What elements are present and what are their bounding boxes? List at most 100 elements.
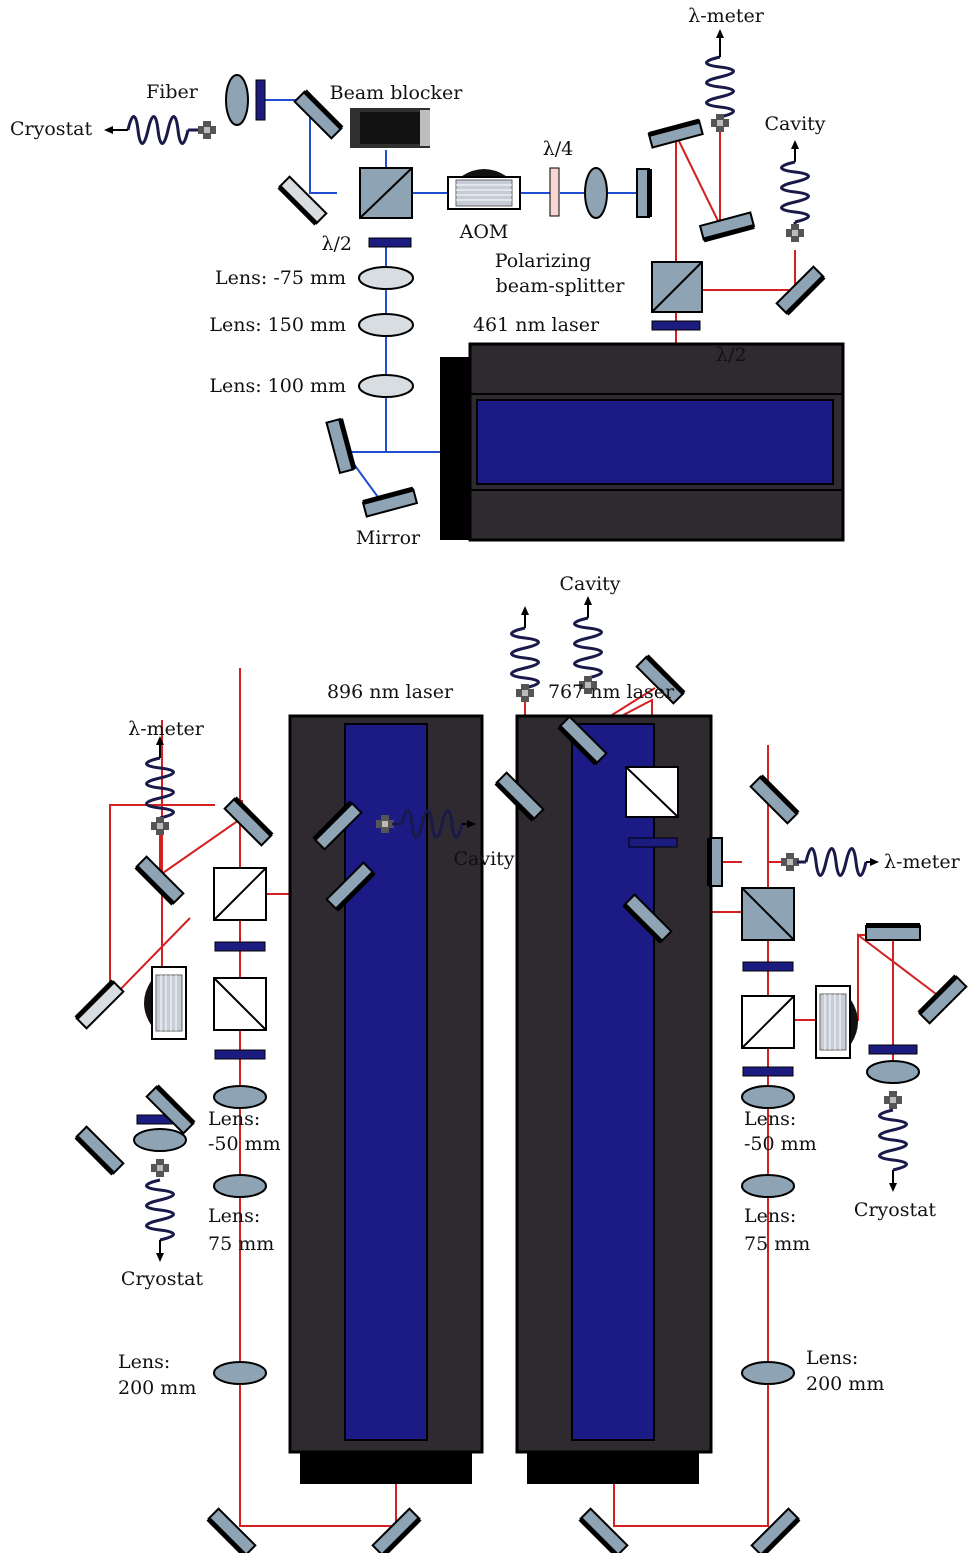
top-setup-461nm: Fiber Cryostat Beam blocker λ-meter Cavi… xyxy=(10,5,845,549)
lens-label: Lens: xyxy=(118,1351,170,1373)
quarter-waveplate-icon xyxy=(549,167,560,217)
mirror-icon xyxy=(647,118,704,149)
lens-label: 75 mm xyxy=(744,1233,810,1255)
cryostat-label: Cryostat xyxy=(10,118,93,140)
wavemeter-label: λ-meter xyxy=(128,718,205,740)
aom-label: AOM xyxy=(459,221,509,243)
half-waveplate-icon xyxy=(742,1066,794,1077)
lens-label: Lens: xyxy=(208,1205,260,1227)
aom-icon xyxy=(144,966,187,1040)
lens-label: Lens: xyxy=(744,1205,796,1227)
quarter-waveplate-label: λ/4 xyxy=(543,138,574,160)
lens-icon xyxy=(213,1174,267,1198)
lens-icon xyxy=(213,1085,267,1109)
mirror-icon xyxy=(325,417,357,475)
mirror-icon xyxy=(206,1507,257,1553)
mirror-icon xyxy=(578,1507,629,1553)
lens-label: Lens: xyxy=(744,1108,796,1130)
mirror-icon xyxy=(312,800,363,851)
waveplate-icon xyxy=(868,1044,918,1055)
beam-blocker-label: Beam blocker xyxy=(330,82,464,104)
lens-label: Lens: -75 mm xyxy=(215,267,346,289)
half-waveplate-label: λ/2 xyxy=(716,344,747,366)
polarizing-beam-splitter-icon xyxy=(741,887,795,941)
fiber-icon xyxy=(510,606,540,702)
mirror-icon xyxy=(707,837,723,887)
lens-label: -50 mm xyxy=(744,1133,817,1155)
mirror-icon xyxy=(277,175,328,226)
fiber-label: Fiber xyxy=(146,81,199,103)
laser-767nm xyxy=(515,714,713,1484)
mirror-icon xyxy=(557,715,608,766)
fiber-icon xyxy=(780,140,810,242)
red-beam-paths xyxy=(109,668,397,1527)
mirror-label: Mirror xyxy=(356,527,421,549)
half-waveplate-icon xyxy=(651,320,701,331)
lens-label: Lens: 100 mm xyxy=(209,375,346,397)
laser-label: 461 nm laser xyxy=(473,314,600,336)
bottom-right-setup-767nm: Cavity λ-meter Cryostat 767 nm laser Len… xyxy=(494,573,968,1553)
lens-icon xyxy=(225,74,249,126)
mirror-icon xyxy=(635,654,686,705)
half-waveplate-icon xyxy=(214,1049,266,1060)
bottom-left-setup-896nm: λ-meter Cavity Cryostat 896 nm laser Len… xyxy=(74,668,515,1553)
lens-icon xyxy=(358,313,414,337)
fiber-icon xyxy=(145,736,175,835)
half-waveplate-label: λ/2 xyxy=(321,233,352,255)
mirror-icon xyxy=(371,1507,422,1553)
beam-splitter-cube-icon xyxy=(625,766,679,818)
lens-icon xyxy=(741,1361,795,1385)
mirror-icon xyxy=(223,796,274,847)
cavity-label: Cavity xyxy=(764,113,825,135)
lens-label: -50 mm xyxy=(208,1133,281,1155)
mirror-icon xyxy=(636,168,652,218)
half-waveplate-icon xyxy=(628,837,678,848)
lens-icon xyxy=(741,1174,795,1198)
aom-icon xyxy=(815,985,858,1059)
fiber-icon xyxy=(878,1091,908,1192)
laser-label: 767 nm laser xyxy=(548,681,675,703)
beam-splitter-cube-icon xyxy=(213,977,267,1031)
lens-icon xyxy=(358,374,414,398)
mirror-icon xyxy=(865,923,921,941)
mirror-icon xyxy=(134,855,185,906)
fiber-icon xyxy=(573,596,603,694)
fiber-icon xyxy=(781,847,879,877)
mirror-icon xyxy=(74,979,125,1030)
aom-icon xyxy=(447,169,521,210)
lens-label: 200 mm xyxy=(118,1377,196,1399)
mirror-icon xyxy=(749,774,800,825)
fiber-icon xyxy=(145,1159,175,1262)
cryostat-label: Cryostat xyxy=(854,1199,937,1221)
mirror-icon xyxy=(750,1507,801,1553)
waveplate-icon xyxy=(255,79,266,121)
beam-splitter-cube-icon xyxy=(741,995,795,1049)
lens-label: 200 mm xyxy=(806,1373,884,1395)
mirror-icon xyxy=(361,486,419,518)
mirror-icon xyxy=(698,211,756,243)
lens-label: Lens: xyxy=(208,1108,260,1130)
half-waveplate-icon xyxy=(214,941,266,952)
lens-label: Lens: xyxy=(806,1347,858,1369)
lens-icon xyxy=(741,1085,795,1109)
lens-label: Lens: 150 mm xyxy=(209,314,346,336)
polarizing-beam-splitter-icon xyxy=(651,261,703,313)
wavemeter-label: λ-meter xyxy=(884,851,961,873)
pbs-label: Polarizing xyxy=(495,250,592,272)
beam-splitter-cube-icon xyxy=(213,867,267,921)
laser-label: 896 nm laser xyxy=(327,681,454,703)
laser-461nm xyxy=(440,342,845,542)
lens-icon xyxy=(133,1128,187,1152)
beam-splitter-cube-icon xyxy=(359,167,413,219)
wavemeter-label: λ-meter xyxy=(688,5,765,27)
mirror-icon xyxy=(622,893,673,944)
mirror-icon xyxy=(145,1084,196,1135)
mirror-icon xyxy=(74,1125,125,1176)
lens-icon xyxy=(866,1060,920,1084)
mirror-icon xyxy=(917,974,968,1025)
mirror-icon xyxy=(775,265,826,316)
laser-896nm xyxy=(288,714,484,1484)
pbs-label: beam-splitter xyxy=(496,275,626,297)
half-waveplate-icon xyxy=(742,961,794,972)
